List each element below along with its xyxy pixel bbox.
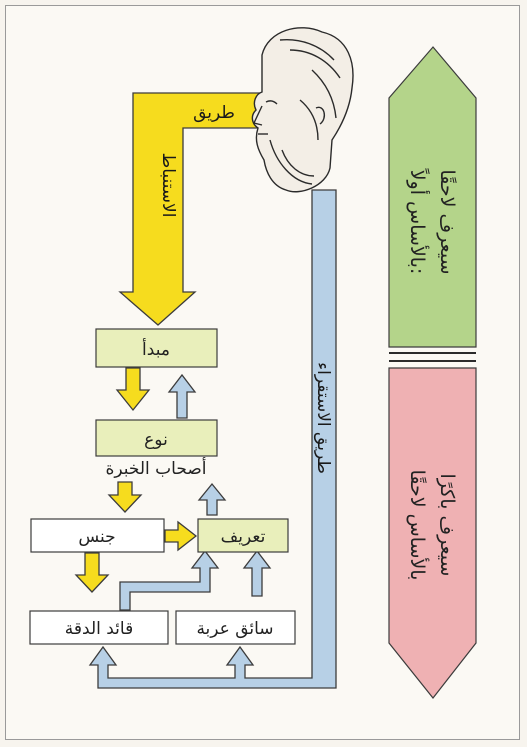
svg-text:بالأساس أولاً:: بالأساس أولاً: [406,168,430,274]
svg-text:سيعرف لاحقًا: سيعرف لاحقًا [436,169,458,274]
induction-branch-2 [119,549,220,611]
experts-label: أصحاب الخبرة [105,457,206,479]
svg-text:تعريف: تعريف [221,527,266,547]
induction-main-path [88,189,337,689]
deduction-right-arrow [164,520,198,552]
box-genus: جنس [30,518,165,553]
box-type: نوع [95,419,218,457]
svg-text:بالأساس لاحقًا: بالأساس لاحقًا [406,470,429,581]
deduction-down-arrow-3 [74,552,110,593]
green-panel: بالأساس أولاً: سيعرف لاحقًا [388,46,477,348]
deduction-main-path [118,92,263,326]
box-cart-driver: سائق عربة [175,610,296,645]
deduction-label-top: طريق [193,103,235,123]
svg-text:سيعرف باكرًا: سيعرف باكرًا [436,474,458,577]
box-principle: مبدأ [95,328,218,368]
svg-text:مبدأ: مبدأ [142,338,170,360]
induction-branch-1 [242,549,272,597]
svg-text:قائد الدقة: قائد الدقة [65,619,133,639]
induction-up-arrow-1 [197,482,227,516]
deduction-down-arrow-2 [107,481,143,513]
deduction-down-arrow-1 [115,367,151,412]
svg-text:نوع: نوع [144,430,168,450]
induction-arrow [88,189,337,689]
deduction-arrow [74,92,263,593]
svg-text:سائق عربة: سائق عربة [196,619,273,639]
box-definition: تعريف [197,518,289,553]
induction-label: طريق الاستقراء [313,362,333,474]
deduction-label-vertical: الاستنباط [158,153,178,218]
pink-panel: بالأساس لاحقًا سيعرف باكرًا [388,367,477,699]
bearded-man-head-icon [251,27,354,193]
box-precision-leader: قائد الدقة [29,610,169,645]
induction-up-arrow-2 [167,373,197,419]
svg-text:جنس: جنس [78,527,115,547]
